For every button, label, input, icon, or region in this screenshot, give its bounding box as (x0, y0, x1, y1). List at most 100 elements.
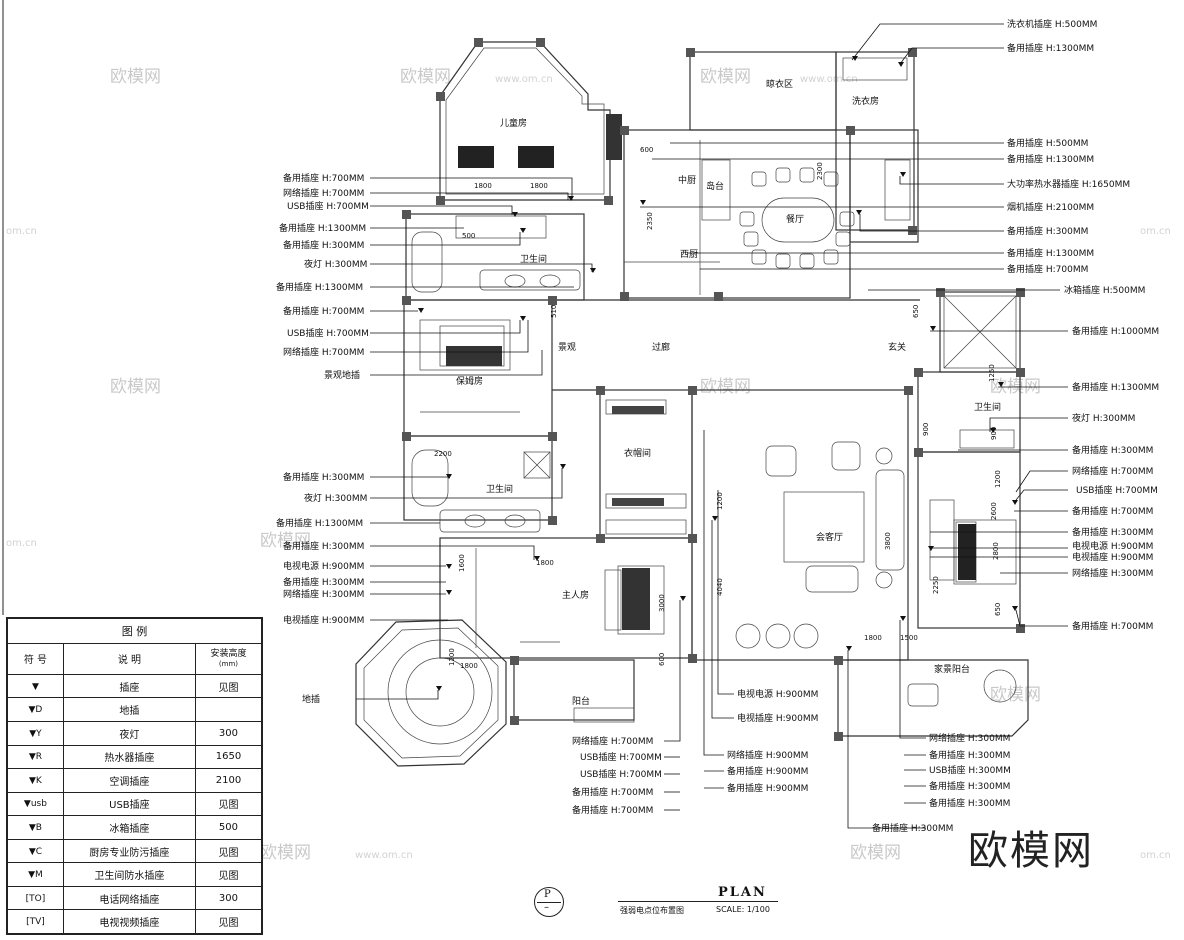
callout-label: 备用插座 H:1300MM (1007, 42, 1094, 54)
room-label-corridor: 过廊 (652, 341, 670, 353)
callout-label: 备用插座 H:300MM (283, 576, 364, 588)
callout-label: 电视插座 H:900MM (283, 614, 364, 626)
watermark-url: www.om.cn (495, 74, 553, 85)
room-labels: 儿童房 晾衣区 洗衣房 中厨 岛台 餐厅 西厨 卫生间 保姆房 景观 过廊 玄关… (456, 78, 1001, 707)
callout-label: USB插座 H:700MM (580, 768, 662, 780)
room-label-dining: 餐厅 (786, 213, 804, 225)
callout-label: 备用插座 H:300MM (1007, 225, 1088, 237)
watermark: 欧模网 (110, 377, 161, 397)
legend-height: 300 (194, 885, 263, 911)
callout-label: 大功率热水器插座 H:1650MM (1007, 178, 1130, 190)
bathroom-socket-icon: ▼M (28, 870, 43, 881)
watermark: 欧模网 (260, 843, 311, 863)
callout-label: 备用插座 H:700MM (283, 172, 364, 184)
kitchen-socket-icon: ▼C (28, 846, 43, 857)
callout-label: 备用插座 H:300MM (283, 540, 364, 552)
dimensions: 1800 1800 600 2300 2350 1800 1200 3800 2… (434, 146, 1002, 670)
dimension-label: 510 (550, 305, 558, 318)
callout-label: 备用插座 H:700MM (1072, 505, 1153, 517)
callout-label: USB插座 H:700MM (1076, 484, 1158, 496)
callout-label: 备用插座 H:300MM (1072, 444, 1153, 456)
walls (355, 41, 1029, 767)
callout-label: 备用插座 H:900MM (727, 782, 808, 794)
callout-label: 电视电源 H:900MM (737, 688, 818, 700)
callout-label: 备用插座 H:1000MM (1072, 325, 1159, 337)
section-marker-label: P (544, 889, 551, 900)
socket-symbols (418, 56, 1018, 691)
callout-label: 烟机插座 H:2100MM (1007, 201, 1094, 213)
watermark: 欧模网 (260, 531, 311, 551)
legend-desc: 卫生间防水插座 (62, 862, 196, 887)
dimension-label: 1200 (448, 648, 456, 666)
room-label-bath-right: 卫生间 (974, 401, 1001, 413)
callout-label: 景观地插 (324, 369, 360, 381)
callout-label: 备用插座 H:900MM (727, 765, 808, 777)
legend-desc: 夜灯 (62, 721, 196, 746)
dimension-label: 2800 (992, 542, 1000, 560)
legend-header-desc: 说 明 (62, 643, 196, 675)
dimension-label: 4040 (716, 578, 724, 596)
callout-label: 电视电源 H:900MM (1072, 540, 1153, 552)
callout-label: 网络插座 H:700MM (283, 187, 364, 199)
dimension-label: 500 (462, 232, 475, 240)
columns (402, 38, 1025, 741)
callout-label: 电视插座 H:900MM (1072, 551, 1153, 563)
dimension-label: 2200 (434, 450, 452, 458)
legend-row: ▼插座见图 (7, 673, 263, 699)
room-label-landscape: 景观 (558, 342, 576, 353)
legend-header-symbol: 符 号 (7, 643, 64, 675)
water-heater-socket-icon: ▼R (28, 752, 43, 763)
callout-label: 电视电源 H:900MM (283, 560, 364, 572)
legend-height (194, 697, 263, 723)
dimension-label: 650 (912, 305, 920, 318)
night-light-icon: ▼Y (29, 728, 42, 739)
watermark-url: om.cn (1140, 850, 1171, 861)
leader-lines-bottom (664, 430, 926, 829)
callout-label: 备用插座 H:1300MM (1007, 247, 1094, 259)
watermark: 欧模网 (850, 843, 901, 863)
callout-label: 备用插座 H:300MM (929, 797, 1010, 809)
legend-height: 300 (194, 721, 263, 746)
room-label-bath-mid: 卫生间 (486, 483, 513, 495)
leader-lines-left (356, 177, 593, 700)
legend-desc: 插座 (62, 673, 196, 699)
plan-title: PLAN (718, 885, 767, 900)
watermark-url: www.om.cn (355, 850, 413, 861)
usb-socket-icon: ▼usb (23, 799, 47, 810)
dimension-label: 1250 (988, 364, 996, 382)
callout-label: 备用插座 H:1300MM (276, 517, 363, 529)
watermark-url: www.om.cn (800, 74, 858, 85)
watermark-url: om.cn (1140, 226, 1171, 237)
fridge-socket-icon: ▼B (28, 822, 42, 833)
callout-label: 夜灯 H:300MM (304, 492, 367, 504)
room-label-closet: 衣帽间 (624, 447, 651, 459)
watermark: 欧模网 (110, 67, 161, 87)
callout-label: USB插座 H:700MM (580, 751, 662, 763)
room-label-master: 主人房 (562, 589, 589, 601)
room-label-family-balcony: 家景阳台 (934, 663, 970, 675)
callout-label: 网络插座 H:700MM (283, 346, 364, 358)
title-rule (618, 901, 778, 902)
callout-label: USB插座 H:300MM (929, 764, 1011, 776)
callout-label: 备用插座 H:700MM (572, 804, 653, 816)
legend-row: [TV]电视视频插座见图 (7, 909, 263, 934)
callout-label: 电视插座 H:900MM (737, 712, 818, 724)
room-label-nanny: 保姆房 (456, 375, 483, 387)
dimension-label: 1800 (536, 559, 554, 567)
callout-label: USB插座 H:700MM (287, 200, 369, 212)
callout-label: 备用插座 H:300MM (283, 239, 364, 251)
callouts-left: 备用插座 H:700MM 网络插座 H:700MM USB插座 H:700MM … (276, 172, 593, 705)
legend-desc: 冰箱插座 (62, 815, 196, 840)
dimension-label: 900 (990, 427, 998, 440)
ac-socket-icon: ▼K (29, 775, 42, 786)
callout-label: 备用插座 H:300MM (929, 749, 1010, 761)
room-label-foyer: 玄关 (888, 341, 906, 353)
callout-label: 备用插座 H:700MM (1007, 263, 1088, 275)
